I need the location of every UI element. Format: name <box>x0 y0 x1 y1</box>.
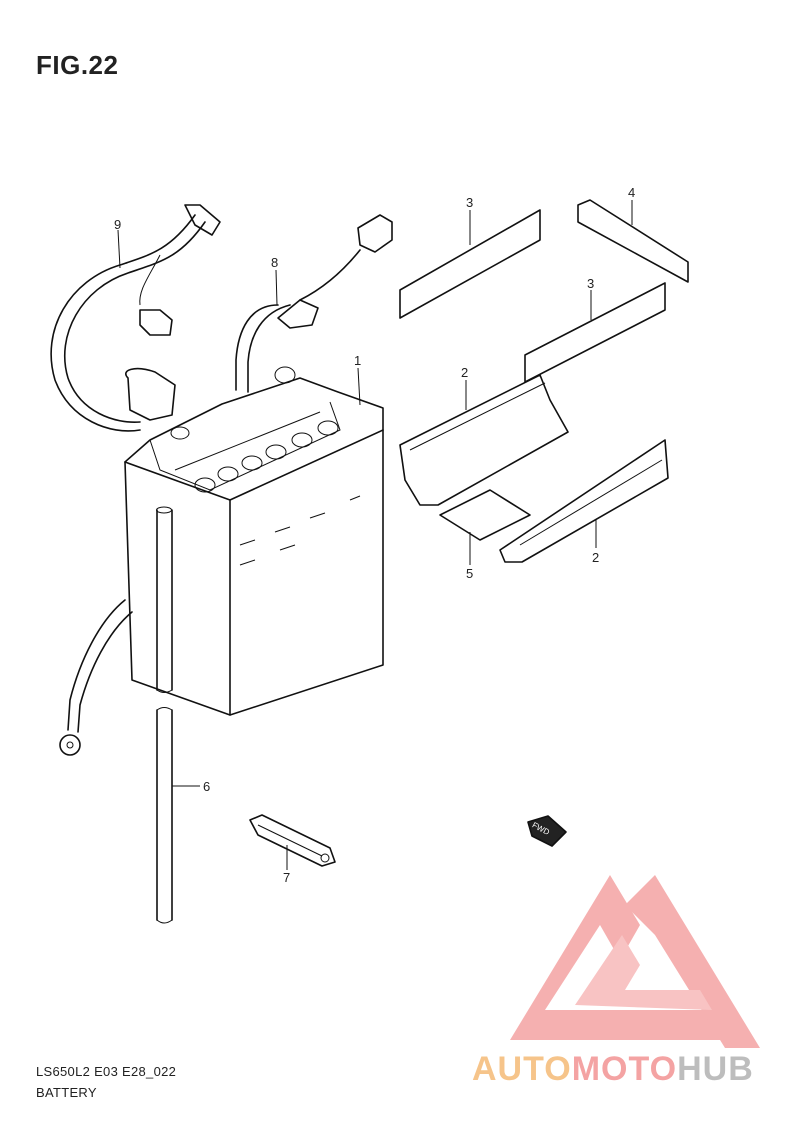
cushion-pad-lower[interactable] <box>524 282 666 383</box>
callout-4: 4 <box>628 185 635 200</box>
model-code: LS650L2 E03 E28_022 <box>36 1064 177 1079</box>
negative-cable[interactable] <box>59 599 133 756</box>
callout-6: 6 <box>203 779 210 794</box>
battery-case-left[interactable] <box>399 374 569 506</box>
battery-bracket[interactable] <box>249 814 336 867</box>
starter-cable[interactable] <box>50 204 221 432</box>
battery-case-right[interactable] <box>499 439 669 563</box>
leader-lines <box>117 200 633 870</box>
forward-direction-marker: FWD <box>527 815 567 847</box>
figure-title: FIG.22 <box>36 50 119 80</box>
callout-2b: 2 <box>592 550 599 565</box>
callout-8: 8 <box>271 255 278 270</box>
battery-plate[interactable] <box>439 489 531 541</box>
callout-1: 1 <box>354 353 361 368</box>
brand-auto: AUTO <box>472 1050 572 1088</box>
watermark-logo-icon <box>510 875 760 1048</box>
section-name: BATTERY <box>36 1085 97 1100</box>
brand-moto: MOTO <box>571 1050 678 1088</box>
battery[interactable] <box>124 366 384 716</box>
callout-9: 9 <box>114 217 121 232</box>
terminal-lead[interactable] <box>235 214 393 393</box>
brand-watermark: AUTOMOTOHUB <box>472 1050 754 1089</box>
callout-3a: 3 <box>466 195 473 210</box>
cushion-pad-upper[interactable] <box>399 209 541 319</box>
callout-5: 5 <box>466 566 473 581</box>
callout-7: 7 <box>283 870 290 885</box>
callout-2a: 2 <box>461 365 468 380</box>
cushion-pad-rear[interactable] <box>577 199 689 283</box>
brand-hub: HUB <box>677 1050 754 1088</box>
callout-3b: 3 <box>587 276 594 291</box>
breather-hose[interactable] <box>156 506 173 924</box>
